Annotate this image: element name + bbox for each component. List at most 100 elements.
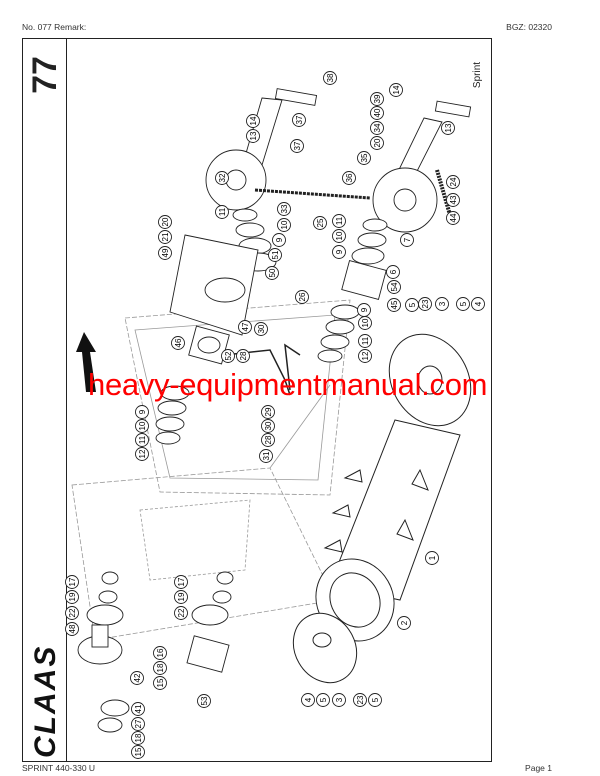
callout-circle — [370, 121, 384, 135]
callout-number: 17 — [68, 577, 77, 586]
callout-circle — [153, 661, 167, 675]
callout-47: 47 — [238, 320, 252, 334]
callout-circle — [238, 320, 252, 334]
diagram-frame — [22, 38, 492, 762]
callout-circle — [397, 616, 411, 630]
callout-11: 11 — [358, 334, 372, 348]
callout-9: 9 — [332, 245, 346, 259]
callout-circle — [236, 349, 250, 363]
callout-circle — [400, 233, 414, 247]
callout-circle — [171, 336, 185, 350]
callout-number: 44 — [449, 213, 458, 222]
header-left: No. 077 Remark: — [22, 22, 87, 32]
callout-circle — [332, 245, 346, 259]
callout-number: 11 — [361, 336, 370, 345]
callout-number: 23 — [356, 695, 365, 704]
callout-1: 1 — [425, 551, 439, 565]
callout-circle — [261, 405, 275, 419]
callout-number: 22 — [68, 608, 77, 617]
callout-number: 24 — [449, 177, 458, 186]
callout-number: 23 — [421, 299, 430, 308]
callout-circle — [387, 280, 401, 294]
callout-circle — [358, 349, 372, 363]
callout-15: 15 — [131, 745, 145, 759]
callout-5: 5 — [456, 297, 470, 311]
callout-circle — [215, 171, 229, 185]
callout-circle — [370, 106, 384, 120]
callout-circle — [332, 229, 346, 243]
shaft-assemblies — [155, 88, 472, 445]
callout-circle — [65, 606, 79, 620]
callout-number: 38 — [326, 73, 335, 82]
callout-number: 31 — [262, 451, 271, 460]
callout-14: 14 — [389, 83, 403, 97]
callout-number: 19 — [177, 592, 186, 601]
callout-number: 37 — [293, 141, 302, 150]
callout-circle — [370, 136, 384, 150]
callout-22: 22 — [174, 606, 188, 620]
rotor-assembly — [292, 333, 472, 684]
callout-number: 35 — [360, 153, 369, 162]
callout-2: 2 — [397, 616, 411, 630]
callout-5: 5 — [316, 693, 330, 707]
callout-number: 11 — [218, 207, 227, 216]
callout-34: 34 — [370, 121, 384, 135]
callout-circle — [272, 233, 286, 247]
callout-circle — [130, 671, 144, 685]
callout-circle — [358, 316, 372, 330]
callout-number: 30 — [264, 421, 273, 430]
callout-3: 3 — [435, 297, 449, 311]
callout-11: 11 — [215, 205, 229, 219]
callout-number: 9 — [335, 249, 344, 254]
callout-circle — [357, 151, 371, 165]
callout-43: 43 — [446, 193, 460, 207]
callout-circle — [158, 230, 172, 244]
callout-number: 19 — [68, 592, 77, 601]
callout-number: 13 — [444, 123, 453, 132]
callout-number: 53 — [200, 696, 209, 705]
callout-37: 37 — [290, 139, 304, 153]
callout-circle — [135, 433, 149, 447]
callout-number: 13 — [249, 131, 258, 140]
callout-circle — [246, 114, 260, 128]
callout-circle — [295, 290, 309, 304]
callout-number: 49 — [161, 248, 170, 257]
callout-7: 7 — [400, 233, 414, 247]
callout-10: 10 — [332, 229, 346, 243]
callout-circle — [215, 205, 229, 219]
callout-number: 14 — [392, 85, 401, 94]
lower-bearings — [77, 571, 234, 733]
callout-number: 5 — [319, 697, 328, 702]
callout-18: 18 — [153, 661, 167, 675]
callout-number: 5 — [371, 697, 380, 702]
watermark: heavy-equipmentmanual.com — [88, 367, 488, 402]
callout-38: 38 — [323, 71, 337, 85]
callout-circle — [174, 575, 188, 589]
callout-circle — [358, 334, 372, 348]
strip-divider — [66, 38, 67, 762]
callout-number: 5 — [459, 301, 468, 306]
callout-number: 10 — [280, 220, 289, 229]
disc-3b — [292, 612, 358, 684]
callout-circle — [261, 419, 275, 433]
callout-number: 47 — [241, 322, 250, 331]
callout-circle — [265, 266, 279, 280]
callout-circle — [261, 433, 275, 447]
callout-number: 9 — [138, 409, 147, 414]
callout-14: 14 — [246, 114, 260, 128]
callout-number: 17 — [177, 577, 186, 586]
callout-20: 20 — [158, 215, 172, 229]
callout-circle — [259, 449, 273, 463]
callout-circle — [435, 297, 449, 311]
callout-circle — [389, 83, 403, 97]
callout-circle — [153, 646, 167, 660]
callout-number: 28 — [264, 435, 273, 444]
callout-number: 20 — [373, 138, 382, 147]
callout-number: 40 — [373, 108, 382, 117]
callout-number: 10 — [335, 231, 344, 240]
callout-10: 10 — [135, 419, 149, 433]
callout-number: 45 — [390, 300, 399, 309]
callout-number: 27 — [134, 719, 143, 728]
